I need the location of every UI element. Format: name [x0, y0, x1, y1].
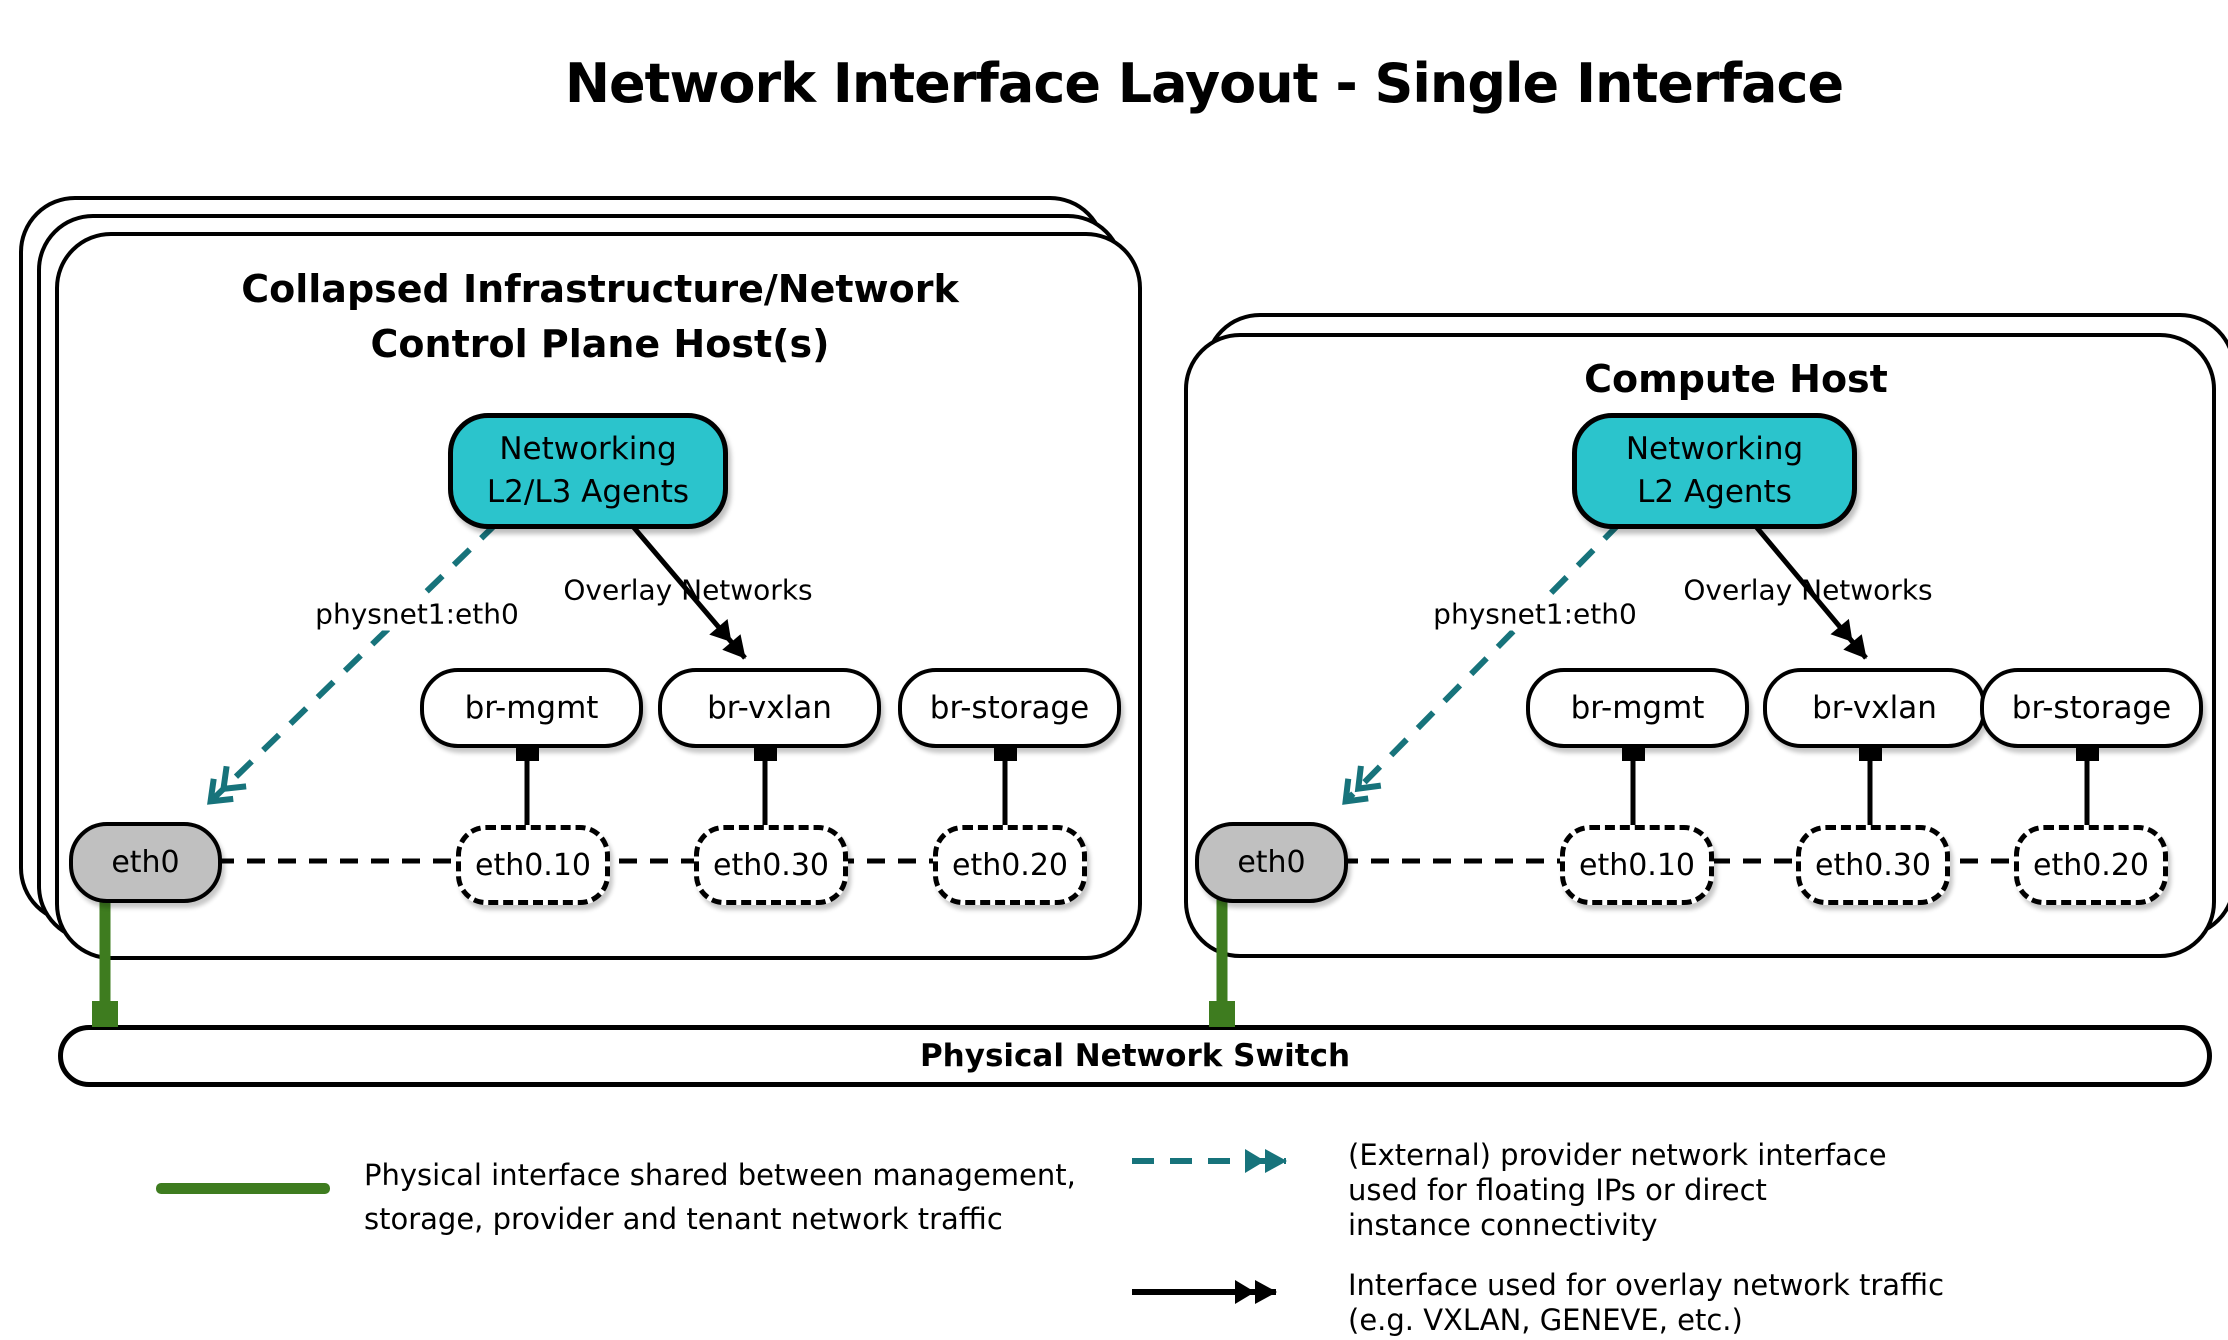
host-title-left-line1: Collapsed Infrastructure/Network — [241, 267, 959, 311]
agent-box-left: Networking L2/L3 Agents — [448, 413, 728, 529]
legend-provider-text: (External) provider network interface us… — [1348, 1138, 1887, 1243]
vlan-eth0-20-left: eth0.20 — [933, 825, 1087, 905]
legend-provider-line2: used for floating IPs or direct — [1348, 1173, 1767, 1207]
legend-physical-line1: Physical interface shared between manage… — [364, 1158, 1076, 1192]
switch-port-left — [92, 1001, 118, 1027]
provider-route-label-left: physnet1:eth0 — [311, 597, 523, 631]
nic-eth0-left: eth0 — [69, 822, 222, 903]
bridge-br-storage-right: br-storage — [1980, 668, 2203, 748]
legend-overlay-line2: (e.g. VXLAN, GENEVE, etc.) — [1348, 1303, 1743, 1337]
host-title-left: Collapsed Infrastructure/Network Control… — [155, 262, 1045, 372]
vlan-eth0-20-right: eth0.20 — [2014, 825, 2168, 905]
bridge-br-vxlan-left: br-vxlan — [658, 668, 881, 748]
vlan-eth0-30-right: eth0.30 — [1796, 825, 1950, 905]
nic-eth0-right: eth0 — [1195, 822, 1348, 903]
overlay-route-label-right: Overlay Networks — [1683, 573, 1933, 607]
overlay-route-label-left: Overlay Networks — [563, 573, 813, 607]
bridge-br-mgmt-right: br-mgmt — [1526, 668, 1749, 748]
vlan-eth0-10-left: eth0.10 — [456, 825, 610, 905]
legend-physical-text: Physical interface shared between manage… — [364, 1153, 1076, 1241]
vlan-eth0-10-right: eth0.10 — [1560, 825, 1714, 905]
legend-provider-line3: instance connectivity — [1348, 1208, 1658, 1242]
host-title-right: Compute Host — [1584, 357, 1888, 401]
bridge-br-storage-left: br-storage — [898, 668, 1121, 748]
host-title-left-line2: Control Plane Host(s) — [370, 322, 830, 366]
provider-route-label-right: physnet1:eth0 — [1429, 597, 1641, 631]
agent-right-line1: Networking — [1625, 431, 1804, 467]
legend-overlay-text: Interface used for overlay network traff… — [1348, 1268, 1944, 1338]
legend-physical-swatch — [156, 1183, 330, 1194]
switch-port-right — [1209, 1001, 1235, 1027]
bridge-br-mgmt-left: br-mgmt — [420, 668, 643, 748]
legend-overlay-line1: Interface used for overlay network traff… — [1348, 1268, 1945, 1302]
physical-network-switch: Physical Network Switch — [58, 1025, 2212, 1087]
agent-left-line1: Networking — [499, 431, 677, 467]
vlan-eth0-30-left: eth0.30 — [694, 825, 848, 905]
agent-left-line2: L2/L3 Agents — [486, 474, 690, 510]
switch-label: Physical Network Switch — [919, 1038, 1351, 1074]
legend-provider-line1: (External) provider network interface — [1348, 1138, 1887, 1172]
agent-box-right: Networking L2 Agents — [1572, 413, 1857, 529]
bridge-br-vxlan-right: br-vxlan — [1763, 668, 1986, 748]
page-title: Network Interface Layout - Single Interf… — [564, 52, 1844, 115]
agent-right-line2: L2 Agents — [1637, 474, 1792, 510]
legend-physical-line2: storage, provider and tenant network tra… — [364, 1202, 1003, 1236]
